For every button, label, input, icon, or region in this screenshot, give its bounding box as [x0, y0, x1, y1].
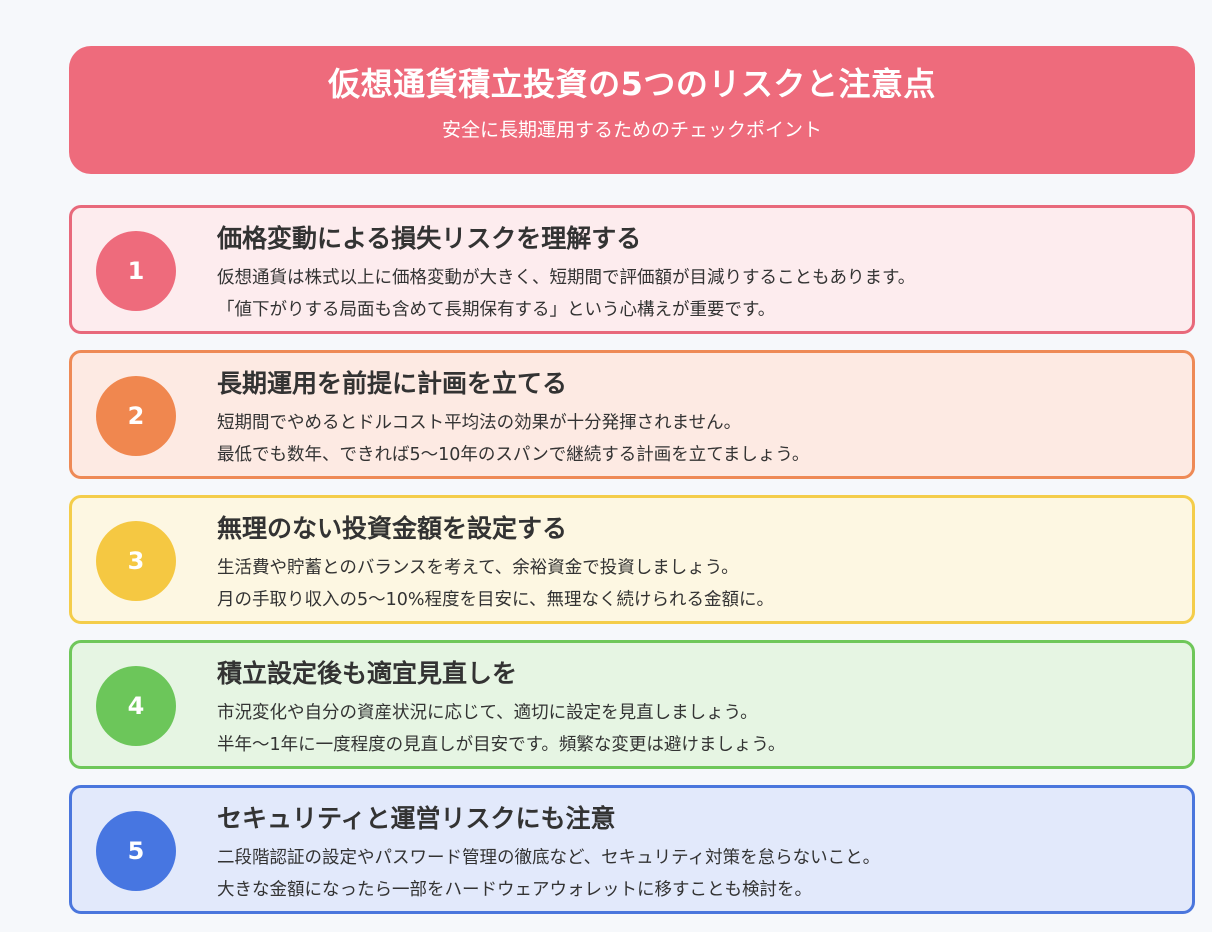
header-banner: 仮想通貨積立投資の5つのリスクと注意点 安全に長期運用するためのチェックポイント — [69, 46, 1195, 174]
step-number-badge: 3 — [96, 521, 176, 601]
risk-card-description: 最低でも数年、できれば5〜10年のスパンで継続する計画を立てましょう。 — [217, 445, 810, 465]
step-number-badge: 1 — [96, 231, 176, 311]
risk-card-description: 半年〜1年に一度程度の見直しが目安です。頻繁な変更は避けましょう。 — [217, 735, 786, 755]
risk-card-4: 4 積立設定後も適宜見直しを 市況変化や自分の資産状況に応じて、適切に設定を見直… — [69, 640, 1195, 769]
risk-card-description: 市況変化や自分の資産状況に応じて、適切に設定を見直しましょう。 — [217, 703, 758, 723]
risk-card-description: 生活費や貯蓄とのバランスを考えて、余裕資金で投資しましょう。 — [217, 558, 739, 578]
risk-card-description: 二段階認証の設定やパスワード管理の徹底など、セキュリティ対策を怠らないこと。 — [217, 848, 881, 868]
risk-card-title: セキュリティと運営リスクにも注意 — [217, 804, 616, 833]
step-number-badge: 2 — [96, 376, 176, 456]
risk-card-title: 積立設定後も適宜見直しを — [217, 659, 518, 688]
risk-card-description: 仮想通貨は株式以上に価格変動が大きく、短期間で評価額が目減りすることもあります。 — [217, 268, 916, 288]
risk-card-description: 短期間でやめるとドルコスト平均法の効果が十分発揮されません。 — [217, 413, 742, 433]
risk-card-1: 1 価格変動による損失リスクを理解する 仮想通貨は株式以上に価格変動が大きく、短… — [69, 205, 1195, 334]
page-title: 仮想通貨積立投資の5つのリスクと注意点 — [328, 65, 936, 103]
risk-card-5: 5 セキュリティと運営リスクにも注意 二段階認証の設定やパスワード管理の徹底など… — [69, 785, 1195, 914]
page-subtitle: 安全に長期運用するためのチェックポイント — [441, 119, 822, 141]
risk-card-title: 価格変動による損失リスクを理解する — [217, 224, 642, 253]
risk-card-title: 長期運用を前提に計画を立てる — [217, 369, 568, 398]
risk-card-2: 2 長期運用を前提に計画を立てる 短期間でやめるとドルコスト平均法の効果が十分発… — [69, 350, 1195, 479]
risk-card-description: 「値下がりする局面も含めて長期保有する」という心構えが重要です。 — [217, 300, 776, 320]
step-number-badge: 4 — [96, 666, 176, 746]
step-number-badge: 5 — [96, 811, 176, 891]
risk-card-title: 無理のない投資金額を設定する — [217, 514, 568, 543]
risk-card-description: 大きな金額になったら一部をハードウェアウォレットに移すことも検討を。 — [217, 880, 812, 900]
risk-card-3: 3 無理のない投資金額を設定する 生活費や貯蓄とのバランスを考えて、余裕資金で投… — [69, 495, 1195, 624]
risk-card-description: 月の手取り収入の5〜10%程度を目安に、無理なく続けられる金額に。 — [217, 590, 775, 610]
